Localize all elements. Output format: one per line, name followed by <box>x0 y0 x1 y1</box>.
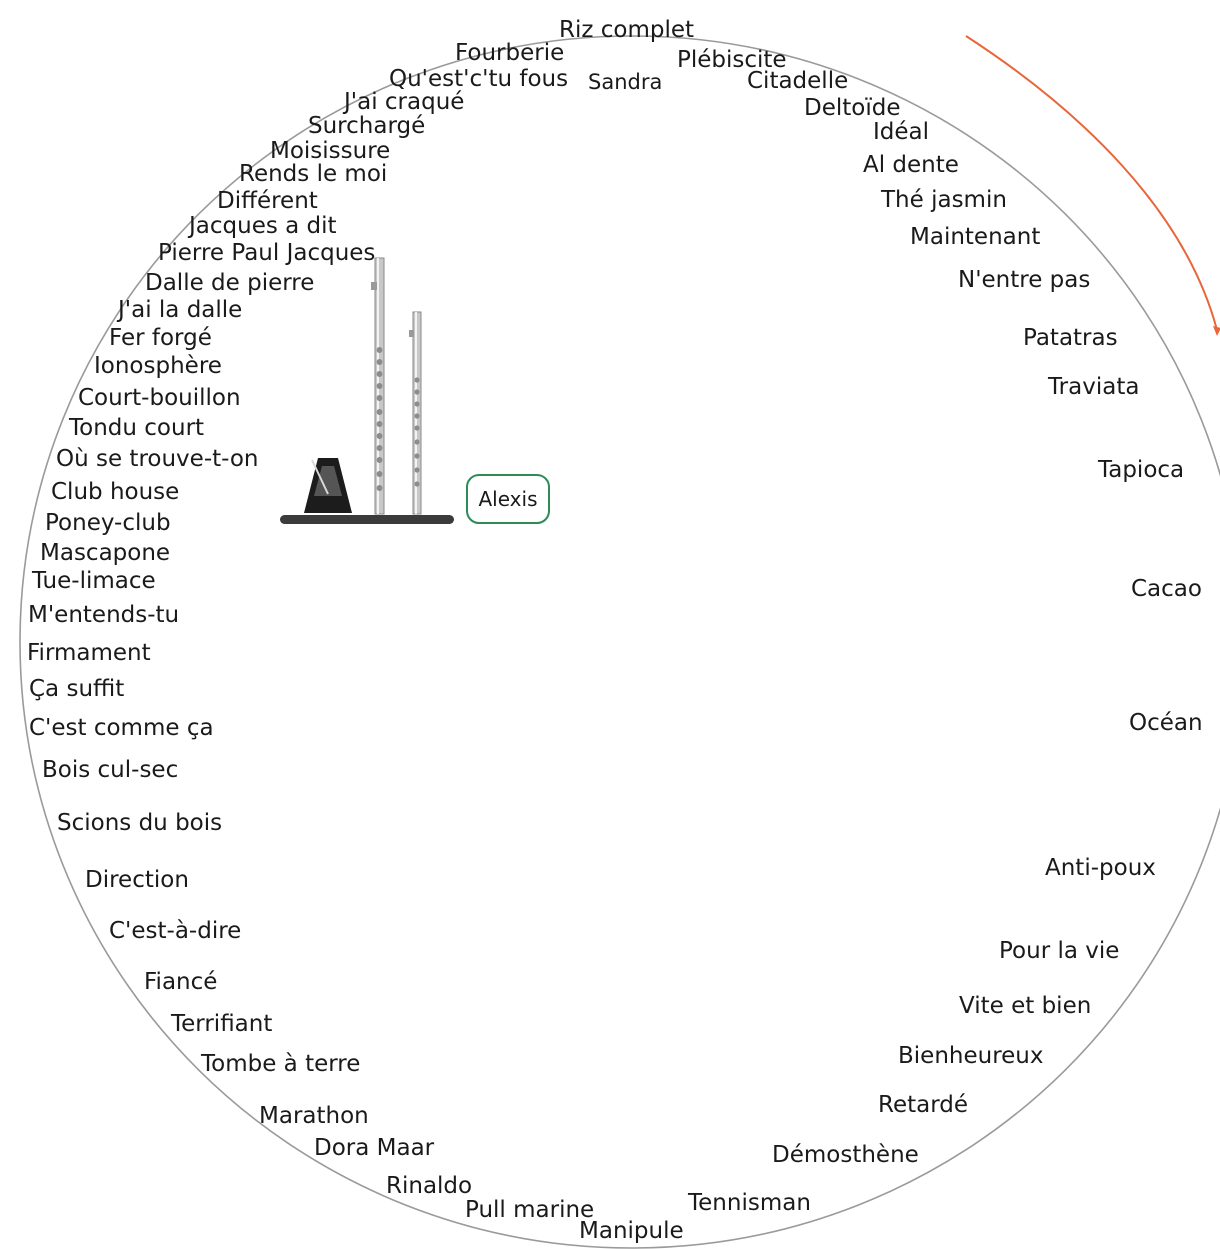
word-label: Jacques a dit <box>189 213 337 239</box>
word-label: Deltoïde <box>804 95 901 121</box>
word-label: Plébiscite <box>677 47 787 73</box>
word-label: Tondu court <box>69 415 205 441</box>
word-label: Maintenant <box>910 224 1041 250</box>
word-label: Terrifiant <box>171 1011 273 1037</box>
word-label: Rends le moi <box>239 161 388 187</box>
word-label: Dalle de pierre <box>145 270 315 296</box>
word-label: Où se trouve-t-on <box>56 446 259 472</box>
word-label: Océan <box>1129 710 1203 736</box>
word-label: Citadelle <box>747 68 849 94</box>
word-label: Rinaldo <box>386 1173 473 1199</box>
word-label: C'est-à-dire <box>109 918 242 944</box>
word-label: Fiancé <box>144 969 218 995</box>
word-label: Cacao <box>1131 576 1202 602</box>
word-label: Scions du bois <box>57 810 223 836</box>
word-label: Poney-club <box>45 510 171 536</box>
word-label: Tue-limace <box>32 568 156 594</box>
word-label: Fourberie <box>455 40 565 66</box>
word-label: Court-bouillon <box>78 385 241 411</box>
word-label: Traviata <box>1048 374 1140 400</box>
piccolo-icon <box>409 311 422 515</box>
word-label: Retardé <box>878 1092 969 1118</box>
word-label: Thé jasmin <box>881 187 1007 213</box>
word-label: Qu'est'c'tu fous <box>389 66 569 92</box>
metronome-icon <box>304 458 352 513</box>
word-label: Surchargé <box>308 113 426 139</box>
word-label: Bienheureux <box>898 1043 1044 1069</box>
word-label: Anti-poux <box>1045 855 1156 881</box>
word-label: Dora Maar <box>314 1135 435 1161</box>
word-label: Bois cul-sec <box>42 757 179 783</box>
word-label: Moisissure <box>270 138 391 164</box>
word-label: Pull marine <box>465 1197 595 1223</box>
word-label: Démosthène <box>772 1142 919 1168</box>
word-label: Firmament <box>27 640 151 666</box>
word-label: Direction <box>85 867 189 893</box>
center-name-label: Alexis <box>478 487 538 511</box>
word-label: Ionosphère <box>94 353 222 379</box>
word-label: Pour la vie <box>999 938 1120 964</box>
word-label: Vite et bien <box>959 993 1092 1019</box>
word-label: Patatras <box>1023 325 1118 351</box>
arrow-icon <box>965 35 1220 336</box>
word-label: Riz complet <box>559 17 695 43</box>
word-label: Idéal <box>873 119 930 145</box>
word-label: J'ai la dalle <box>118 297 243 323</box>
word-label: Pierre Paul Jacques <box>158 240 376 266</box>
word-label: Différent <box>217 188 318 214</box>
word-label: Al dente <box>863 152 959 178</box>
outer-circle <box>19 35 1220 1249</box>
word-label: Mascapone <box>40 540 171 566</box>
word-label: N'entre pas <box>958 267 1091 293</box>
center-name-box: Alexis <box>466 474 550 524</box>
flute-icon <box>371 257 385 515</box>
word-label: Club house <box>51 479 180 505</box>
sandra-label: Sandra <box>588 70 663 94</box>
word-label: Tennisman <box>688 1190 811 1216</box>
word-label: Manipule <box>579 1218 684 1244</box>
word-label: C'est comme ça <box>29 715 214 741</box>
word-label: J'ai craqué <box>344 89 465 115</box>
shelf-icon <box>280 515 454 524</box>
word-label: Ça suffit <box>29 676 125 702</box>
word-label: Tombe à terre <box>201 1051 361 1077</box>
word-label: Tapioca <box>1098 457 1185 483</box>
word-label: M'entends-tu <box>28 602 180 628</box>
word-label: Marathon <box>259 1103 369 1129</box>
word-label: Fer forgé <box>109 325 212 351</box>
